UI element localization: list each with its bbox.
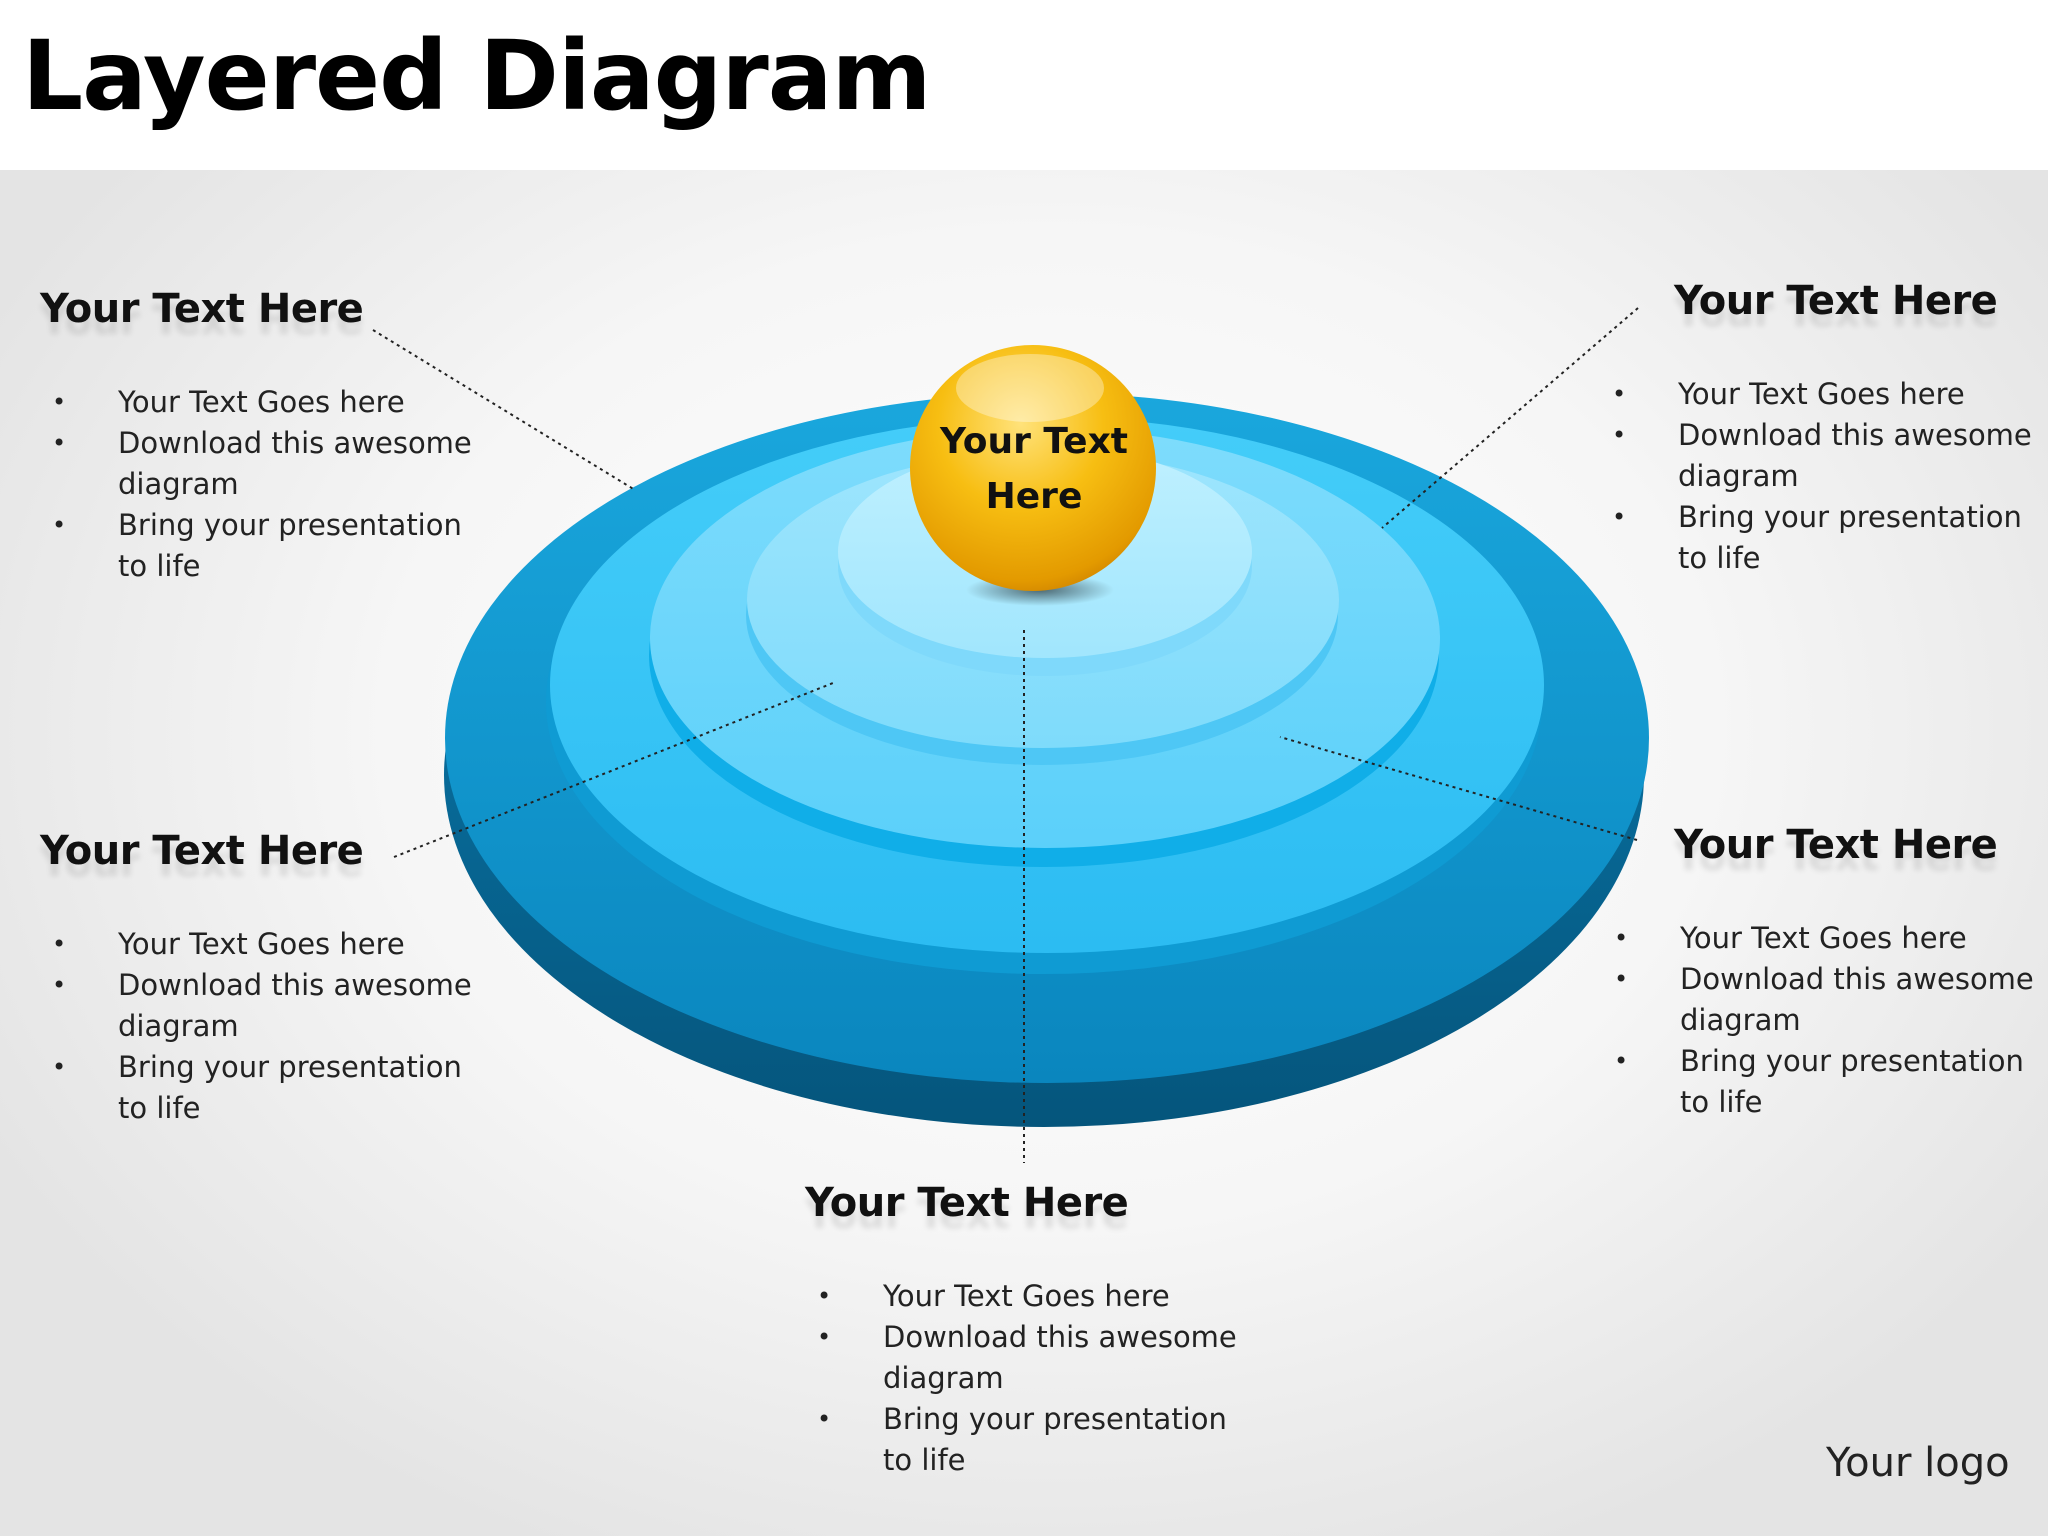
bullet-list: •Your Text Goes here •Download this awes… — [1602, 918, 2042, 1123]
leader-line-mid-left — [393, 682, 834, 858]
bullet-item: •Your Text Goes here — [52, 385, 405, 419]
text-block-top-left: Your Text Here •Your Text Goes here •Dow… — [40, 286, 480, 587]
center-label-line-1: Your Text — [939, 421, 1129, 462]
block-heading: Your Text Here — [40, 286, 364, 332]
text-block-top-right: Your Text Here •Your Text Goes here •Dow… — [1600, 278, 2040, 579]
sphere-highlight — [956, 354, 1104, 422]
bullet-item: •Your Text Goes here — [817, 1279, 1170, 1313]
text-block-bottom: Your Text Here •Your Text Goes here •Dow… — [805, 1180, 1245, 1481]
bullet-item: •Download this awesome diagram — [817, 1320, 1237, 1395]
bullet-list: •Your Text Goes here •Download this awes… — [805, 1276, 1245, 1481]
leader-line-top-left — [372, 329, 636, 491]
bullet-item: •Your Text Goes here — [1612, 377, 1965, 411]
bullet-item: •Bring your presentation to life — [817, 1402, 1227, 1477]
bullet-item: •Bring your presentation to life — [52, 508, 462, 583]
logo-text: Your logo — [1826, 1440, 2010, 1486]
bullet-item: •Download this awesome diagram — [52, 426, 472, 501]
center-sphere — [910, 345, 1156, 591]
block-heading: Your Text Here — [40, 828, 364, 874]
center-label-line-2: Here — [985, 476, 1083, 517]
block-heading: Your Text Here — [1674, 278, 1998, 324]
bullet-item: •Your Text Goes here — [1614, 921, 1967, 955]
leader-line-top-right — [1381, 307, 1639, 529]
block-heading: Your Text Here — [1674, 822, 1998, 868]
bullet-item: •Download this awesome diagram — [52, 968, 472, 1043]
block-heading: Your Text Here — [805, 1180, 1129, 1226]
bullet-item: •Bring your presentation to life — [1614, 1044, 2024, 1119]
text-block-mid-right: Your Text Here •Your Text Goes here •Dow… — [1602, 822, 2042, 1123]
text-block-mid-left: Your Text Here •Your Text Goes here •Dow… — [40, 828, 480, 1129]
bullet-item: •Bring your presentation to life — [1612, 500, 2022, 575]
bullet-item: •Download this awesome diagram — [1614, 962, 2034, 1037]
bullet-list: •Your Text Goes here •Download this awes… — [1600, 374, 2040, 579]
bullet-item: •Bring your presentation to life — [52, 1050, 462, 1125]
bullet-list: •Your Text Goes here •Download this awes… — [40, 382, 480, 587]
bullet-item: •Download this awesome diagram — [1612, 418, 2032, 493]
title-band: Layered Diagram — [0, 0, 2048, 170]
page-title: Layered Diagram — [22, 20, 932, 132]
bullet-list: •Your Text Goes here •Download this awes… — [40, 924, 480, 1129]
leader-line-mid-right — [1279, 736, 1638, 841]
bullet-item: •Your Text Goes here — [52, 927, 405, 961]
center-label: Your Text Here — [910, 414, 1158, 524]
